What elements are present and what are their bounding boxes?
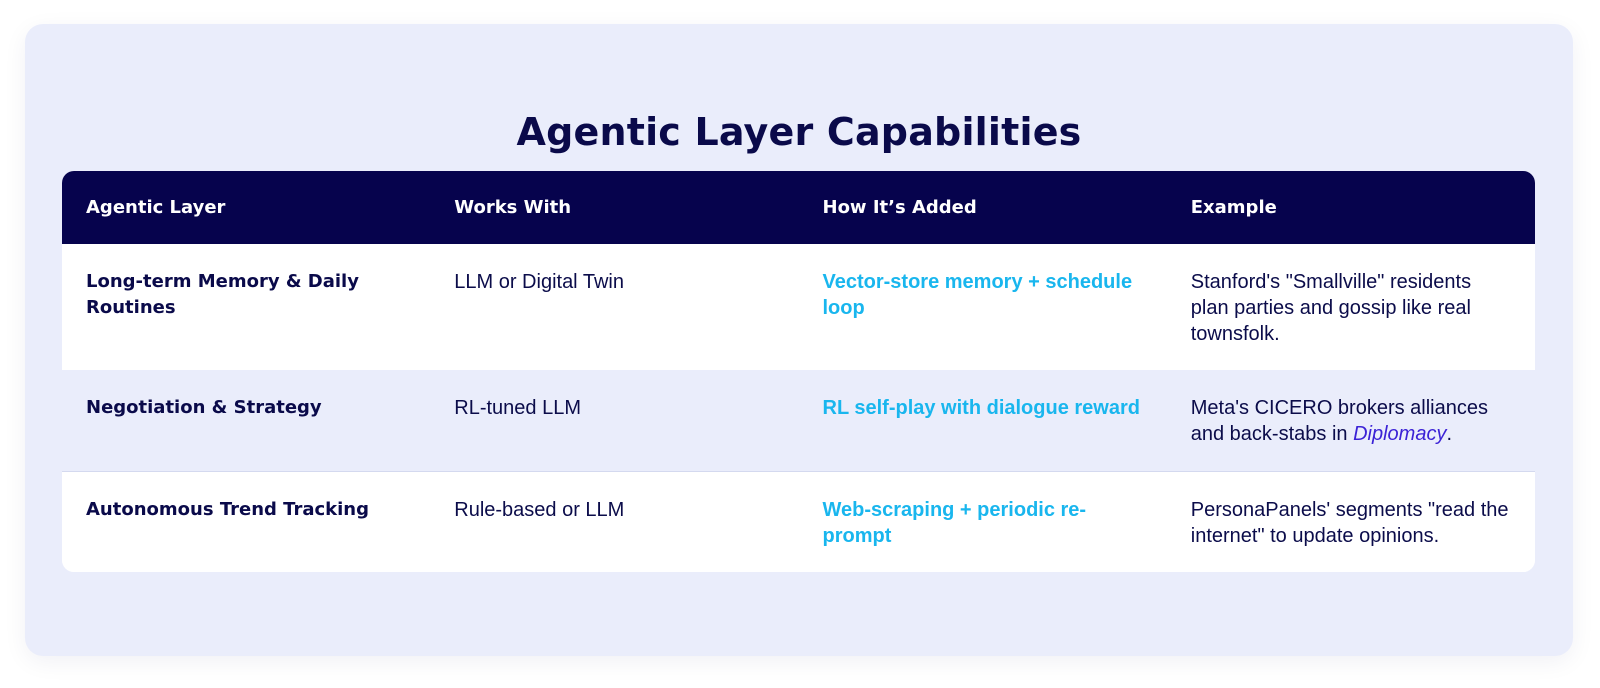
cell-works-with: Rule-based or LLM — [454, 498, 625, 521]
cell-example: Meta's CICERO brokers alliances and back… — [1167, 370, 1535, 471]
table-header-row: Agentic Layer Works With How It’s Added … — [62, 171, 1535, 244]
example-text-after: . — [1446, 423, 1452, 445]
capabilities-table-container: Agentic Layer Works With How It’s Added … — [62, 171, 1535, 572]
cell-example: Stanford's "Smallville" residents plan p… — [1190, 271, 1472, 345]
header-how-added: How It’s Added — [822, 197, 977, 218]
table-row: Autonomous Trend Tracking Rule-based or … — [62, 471, 1535, 572]
cell-how-added: Web-scraping + periodic re-prompt — [822, 498, 1087, 547]
table-row: Negotiation & Strategy RL-tuned LLM RL s… — [62, 370, 1535, 471]
header-example: Example — [1190, 197, 1277, 218]
capabilities-card: Agentic Layer Capabilities Agentic Layer… — [25, 24, 1573, 656]
diplomacy-emphasis: Diplomacy — [1353, 423, 1447, 445]
cell-agentic-layer: Long-term Memory & Daily Routines — [86, 271, 359, 318]
cell-how-added: RL self-play with dialogue reward — [822, 397, 1140, 419]
table-row: Long-term Memory & Daily Routines LLM or… — [62, 244, 1535, 370]
cell-agentic-layer: Negotiation & Strategy — [86, 397, 322, 418]
capabilities-table: Agentic Layer Works With How It’s Added … — [62, 171, 1535, 572]
cell-works-with: RL-tuned LLM — [454, 397, 581, 419]
header-works-with: Works With — [454, 197, 572, 218]
cell-how-added: Vector-store memory + schedule loop — [822, 271, 1133, 319]
cell-example: PersonaPanels' segments "read the intern… — [1190, 498, 1509, 547]
cell-agentic-layer: Autonomous Trend Tracking — [86, 498, 369, 520]
page-title: Agentic Layer Capabilities — [516, 110, 1082, 154]
header-agentic-layer: Agentic Layer — [86, 197, 226, 218]
example-text-before: Meta's CICERO brokers alliances and back… — [1190, 397, 1488, 445]
cell-works-with: LLM or Digital Twin — [454, 271, 624, 293]
